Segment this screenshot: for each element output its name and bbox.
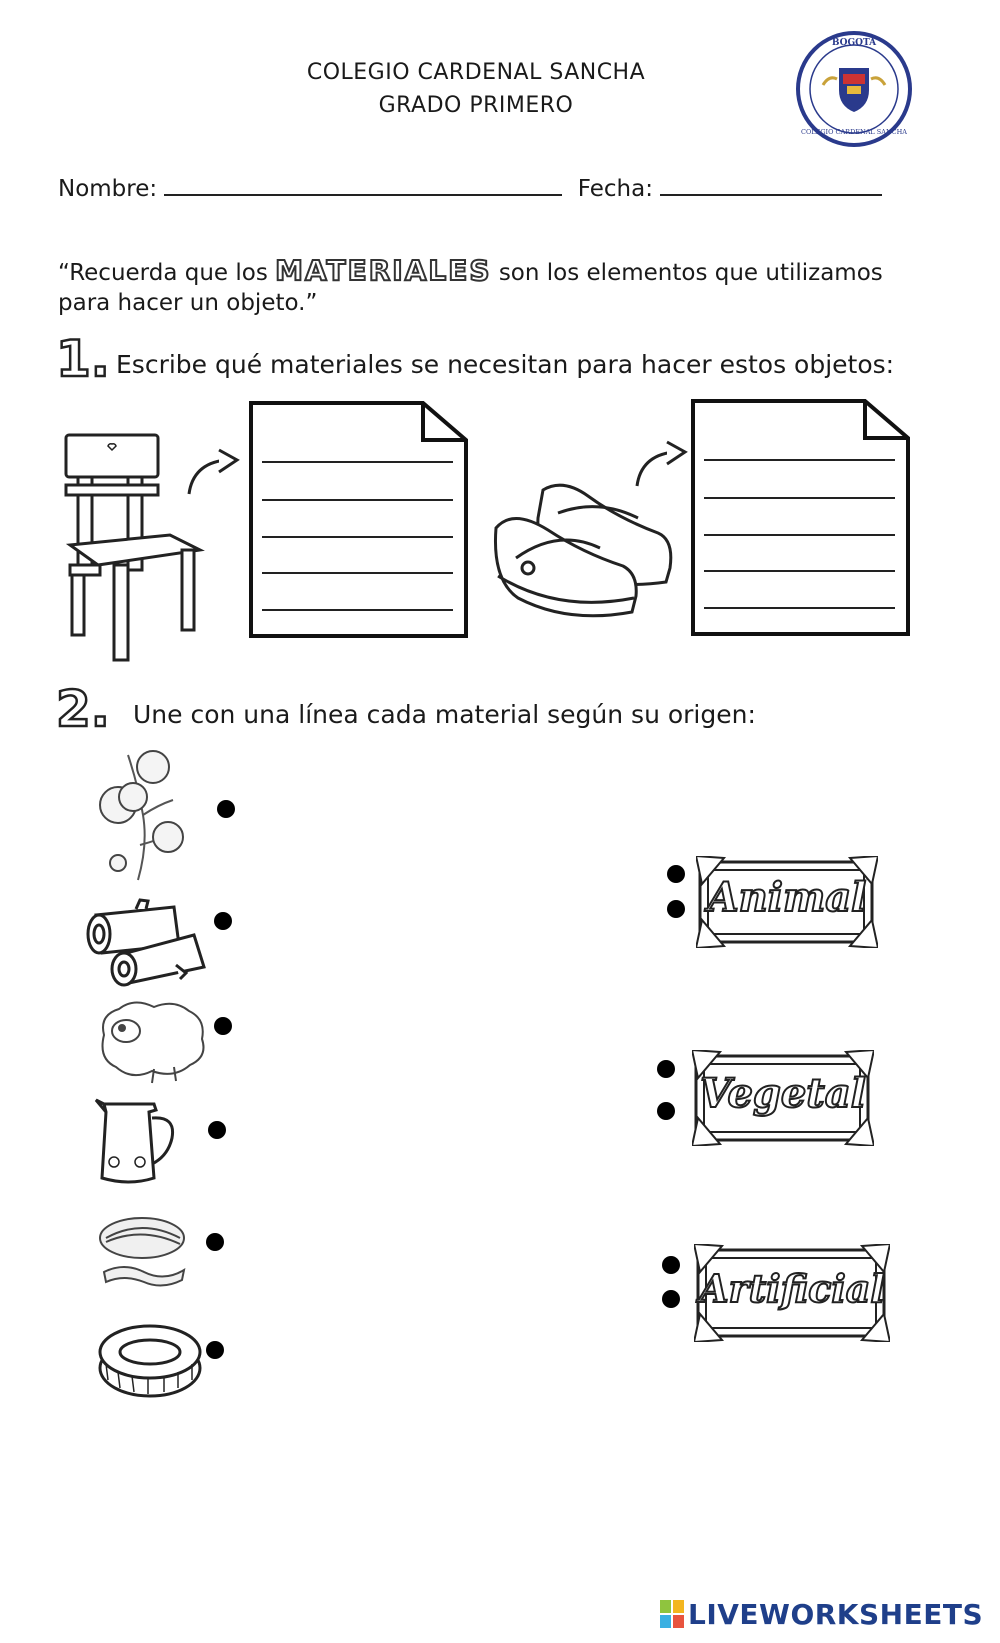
shoes-icon <box>488 478 678 627</box>
match-dot-origin-artificial-2[interactable] <box>662 1290 680 1308</box>
seal-top-text: BOGOTÁ <box>831 38 877 48</box>
intro-before: “Recuerda que los <box>58 260 268 286</box>
match-dot-jug[interactable] <box>208 1121 226 1139</box>
name-date-row: Nombre: Fecha: <box>58 176 883 202</box>
name-label: Nombre: <box>58 176 158 202</box>
materiales-word: MATERIALES <box>274 253 492 288</box>
match-dot-origin-animal-1[interactable] <box>667 865 685 883</box>
match-dot-tire[interactable] <box>206 1341 224 1359</box>
wood-logs-icon <box>84 895 209 994</box>
match-dot-cocoon[interactable] <box>206 1233 224 1251</box>
cotton-icon <box>98 745 188 889</box>
section-2-instruction: Une con una línea cada material según su… <box>133 700 756 729</box>
answer-sheet-1[interactable] <box>248 400 470 644</box>
name-blank[interactable] <box>164 194 563 196</box>
jug-icon <box>94 1098 184 1192</box>
curved-arrow-icon <box>633 440 693 494</box>
match-dot-origin-animal-2[interactable] <box>667 900 685 918</box>
school-name: COLEGIO CARDENAL SANCHA <box>306 60 646 85</box>
match-dot-cotton[interactable] <box>217 800 235 818</box>
origin-label-artificial: Artificial <box>698 1265 886 1312</box>
origin-card-artificial: Artificial <box>694 1244 890 1342</box>
match-dot-origin-artificial-1[interactable] <box>662 1256 680 1274</box>
match-dot-origin-vegetal-1[interactable] <box>657 1060 675 1078</box>
date-label: Fecha: <box>577 176 653 202</box>
intro-after: son los elementos que utilizamos <box>498 260 883 286</box>
liveworksheets-logo-icon <box>660 1600 684 1628</box>
date-blank[interactable] <box>660 194 883 196</box>
grade-level: GRADO PRIMERO <box>378 93 574 118</box>
section-2-number: 2. <box>55 679 111 740</box>
section-1-instruction: Escribe qué materiales se necesitan para… <box>116 350 895 379</box>
chair-icon <box>58 425 208 665</box>
curved-arrow-icon <box>185 448 245 502</box>
match-dot-origin-vegetal-2[interactable] <box>657 1102 675 1120</box>
school-seal-logo: BOGOTÁ COLEGIO CARDENAL SANCHA <box>795 30 913 148</box>
origin-label-animal: Animal <box>707 873 868 922</box>
intro-line-1: “Recuerda que los MATERIALES son los ele… <box>58 253 883 288</box>
origin-label-vegetal: Vegetal <box>699 1069 867 1118</box>
answer-sheet-2[interactable] <box>690 398 912 642</box>
seal-bottom-text: COLEGIO CARDENAL SANCHA <box>801 128 907 136</box>
sheep-icon <box>94 995 209 1089</box>
section-1-number: 1. <box>55 329 111 390</box>
intro-line-2: para hacer un objeto.” <box>58 290 318 316</box>
match-dot-wood[interactable] <box>214 912 232 930</box>
match-dot-sheep[interactable] <box>214 1017 232 1035</box>
silk-cocoon-icon <box>94 1210 194 1294</box>
origin-card-vegetal: Vegetal <box>692 1050 874 1146</box>
liveworksheets-brand: LIVEWORKSHEETS <box>688 1598 984 1631</box>
origin-card-animal: Animal <box>696 856 878 948</box>
tire-icon <box>96 1322 206 1406</box>
